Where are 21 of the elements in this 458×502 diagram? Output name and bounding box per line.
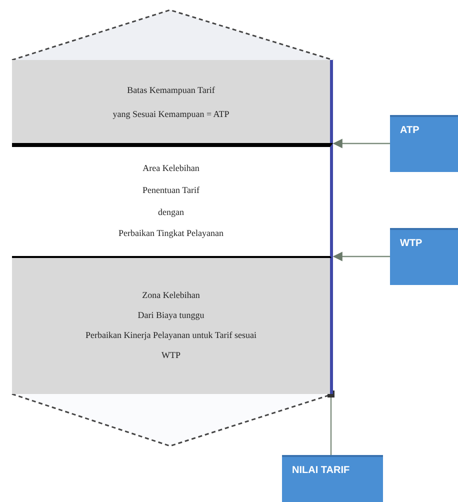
box-label: ATP [400, 125, 420, 136]
zone-band [12, 60, 333, 145]
arrow [332, 138, 390, 148]
box-label: WTP [400, 238, 422, 249]
band-text: Penentuan Tarif [142, 186, 200, 196]
band-text: dengan [158, 208, 184, 218]
input-box [390, 228, 458, 285]
band-text: Perbaikan Tingkat Pelayanan [118, 229, 224, 240]
band-text: WTP [162, 350, 180, 361]
band-text: Dari Biaya tunggu [138, 311, 204, 321]
band-text: Area Kelebihan [142, 164, 200, 174]
band-text: Batas Kemampuan Tarif [127, 86, 215, 96]
zone-band [12, 258, 333, 394]
band-text: Zona Kelebihan [142, 291, 200, 302]
box-label: NILAI TARIF [292, 465, 350, 476]
band-text: yang Sesuai Kemampuan = ATP [112, 110, 230, 120]
arrow [332, 252, 390, 262]
input-box [282, 455, 383, 502]
highlight-band [12, 143, 333, 260]
band-text: Perbaikan Kinerja Pelayanan untuk Tarif sesuai [86, 331, 256, 341]
input-box [390, 115, 458, 172]
